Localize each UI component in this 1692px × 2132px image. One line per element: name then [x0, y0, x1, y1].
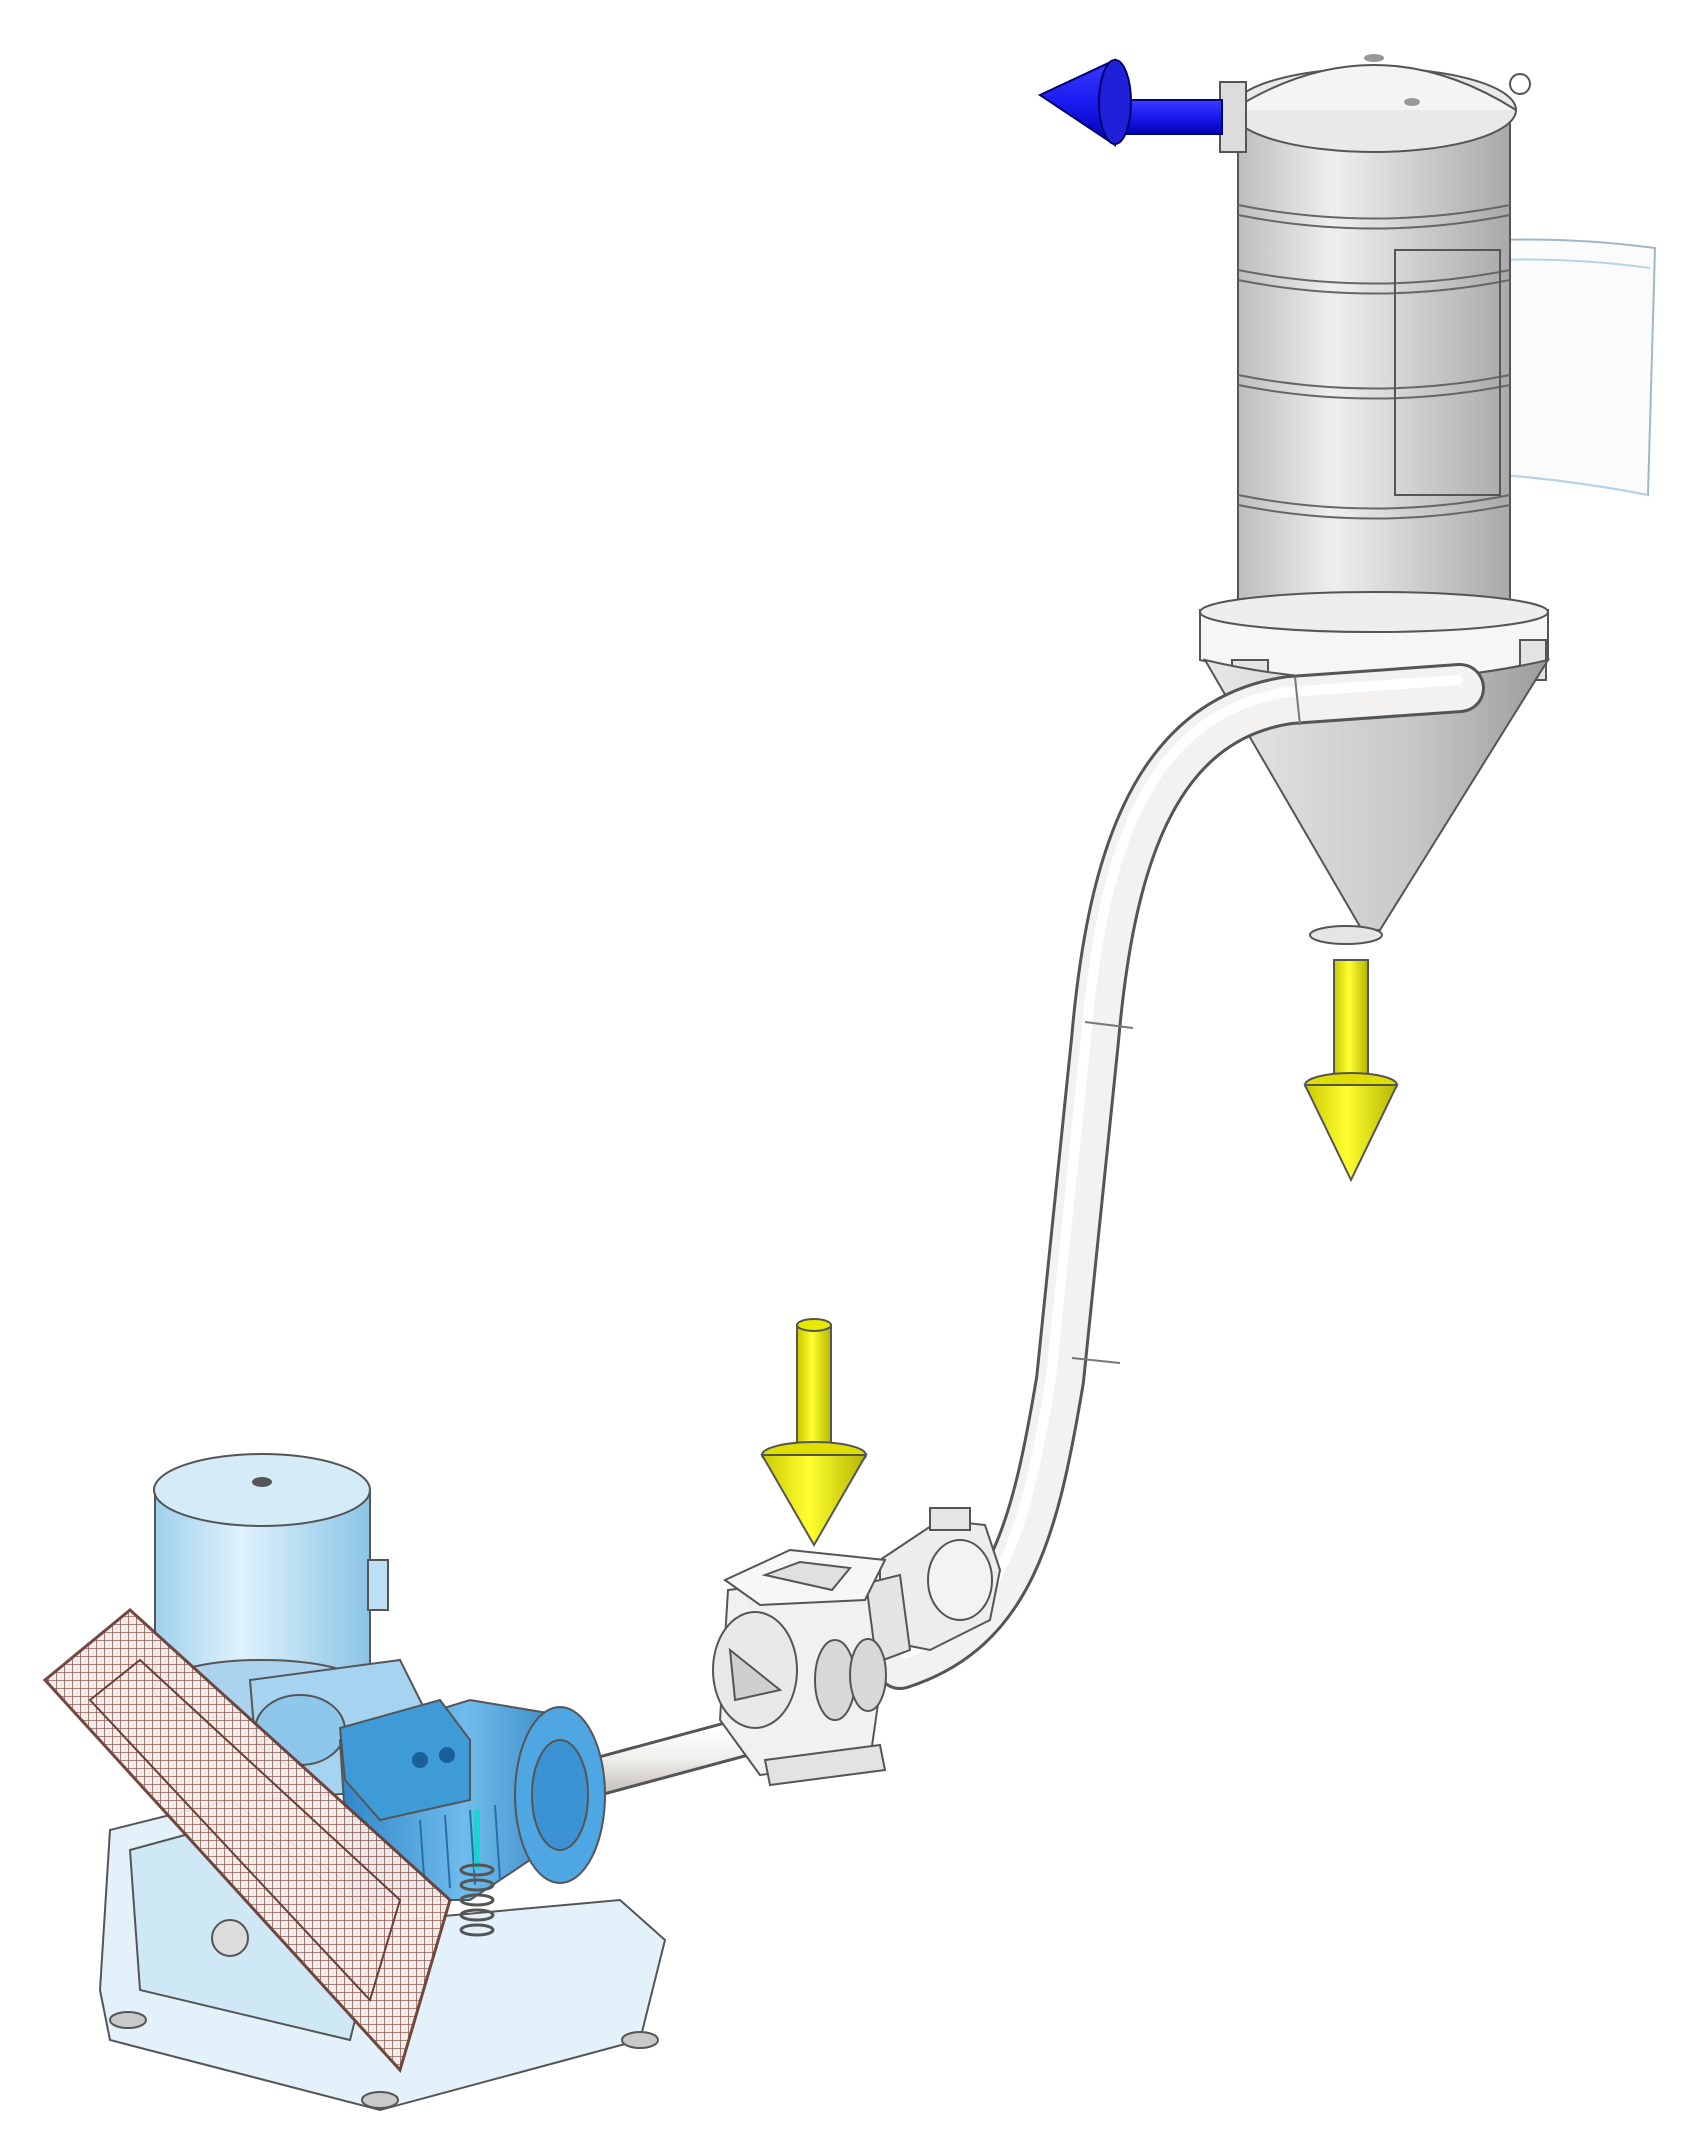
- receiver-filter: [1199, 54, 1657, 945]
- rotary-airlock-feeder: [712, 1507, 1002, 1787]
- blower-with-motor-and-silencer: [42, 1453, 667, 2112]
- product-inlet-arrow: [760, 1318, 868, 1547]
- product-discharge-arrow: [1303, 959, 1399, 1183]
- air-exhaust-arrow: [1037, 58, 1223, 147]
